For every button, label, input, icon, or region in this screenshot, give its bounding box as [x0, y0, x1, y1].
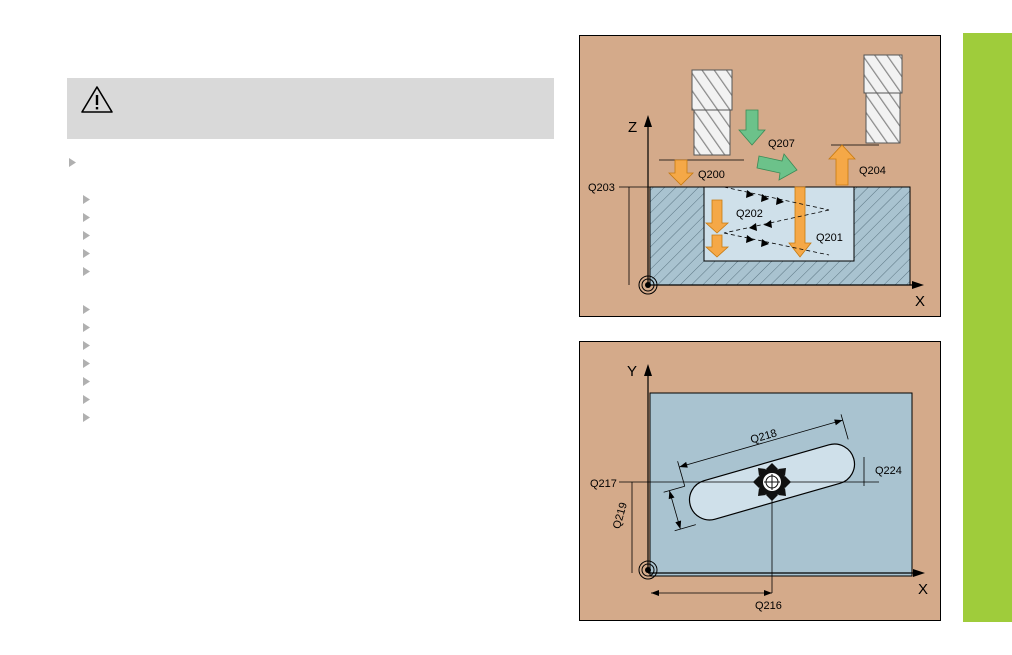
- label-q224: Q224: [875, 465, 902, 477]
- figure-top-view: Y X Q217 Q216 Q218: [579, 341, 941, 621]
- label-q202: Q202: [736, 208, 763, 220]
- bullet-triangle-icon: [82, 340, 91, 351]
- side-color-bar: [963, 33, 1012, 622]
- label-q216: Q216: [755, 600, 782, 612]
- bullet-triangle-icon: [82, 194, 91, 205]
- cutter-icon: [753, 463, 791, 501]
- bullet-triangle-icon: [82, 304, 91, 315]
- bullet-triangle-icon: [82, 412, 91, 423]
- bullet-triangle-icon: [82, 266, 91, 277]
- label-q217: Q217: [590, 478, 617, 490]
- label-q201: Q201: [816, 232, 843, 244]
- bullet-triangle-icon: [82, 230, 91, 241]
- axis-x-label: X: [918, 581, 928, 598]
- label-q200: Q200: [698, 169, 725, 181]
- label-q203: Q203: [588, 182, 615, 194]
- axis-y-label: Y: [627, 363, 637, 380]
- bullet-triangle-icon: [82, 212, 91, 223]
- figure-side-view: Z X Q203 Q200 Q207 Q204 Q202: [579, 35, 941, 317]
- label-q204: Q204: [859, 165, 886, 177]
- axis-x-label: X: [915, 293, 925, 310]
- bullet-triangle-icon: [82, 394, 91, 405]
- axis-z-label: Z: [628, 119, 637, 136]
- bullet-triangle-icon: [82, 322, 91, 333]
- bullet-triangle-icon: [82, 376, 91, 387]
- warning-box: [67, 78, 554, 139]
- bullet-triangle-icon: [68, 157, 77, 168]
- bullet-triangle-icon: [82, 248, 91, 259]
- label-q207: Q207: [768, 138, 795, 150]
- milling-tool-icon: [863, 54, 903, 144]
- warning-icon: [80, 84, 114, 114]
- bullet-triangle-icon: [82, 358, 91, 369]
- milling-tool-icon: [691, 69, 733, 156]
